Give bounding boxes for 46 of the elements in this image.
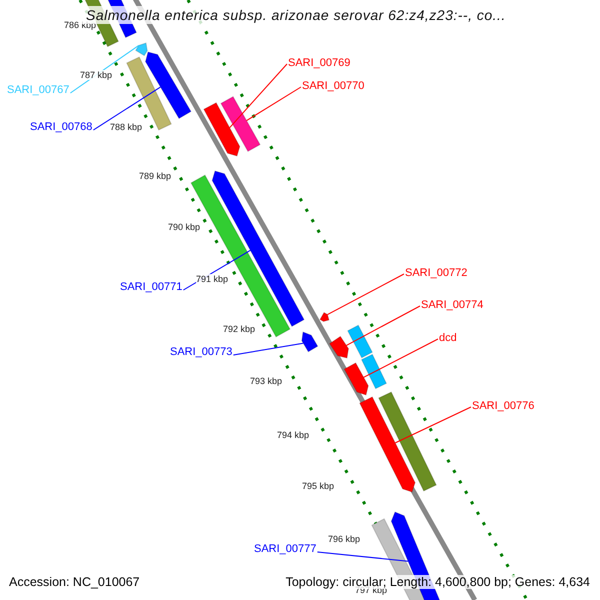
gene-feature bbox=[344, 362, 369, 396]
gene-feature bbox=[360, 354, 388, 390]
leader-line bbox=[394, 406, 472, 444]
scale-label: 792 kbp bbox=[223, 324, 256, 334]
gene-label: dcd bbox=[439, 332, 457, 345]
gene-feature bbox=[212, 170, 305, 328]
leader-line bbox=[92, 86, 161, 130]
gene-feature bbox=[135, 42, 148, 56]
gene-label: SARI_00777 bbox=[254, 543, 316, 556]
gene-feature bbox=[347, 324, 373, 358]
leader-line bbox=[346, 306, 420, 346]
gene-label: SARI_00776 bbox=[472, 400, 534, 413]
gene-label: SARI_00769 bbox=[288, 57, 350, 70]
gene-label: SARI_00767 bbox=[7, 84, 70, 97]
scale-label: 789 kbp bbox=[139, 171, 172, 181]
leader-line bbox=[232, 342, 304, 356]
scale-label: 790 kbp bbox=[168, 222, 200, 232]
scale-label: 794 kbp bbox=[277, 430, 310, 440]
info-text: Topology: circular; Length: 4,600,800 bp; Genes: 4,634 bbox=[286, 575, 590, 589]
gene-feature bbox=[220, 96, 261, 152]
gene-label: SARI_00770 bbox=[302, 80, 364, 93]
gene-feature bbox=[359, 396, 416, 493]
leader-line bbox=[229, 64, 288, 128]
leader-line bbox=[363, 338, 438, 378]
scale-label: 795 kbp bbox=[302, 481, 334, 491]
gene-feature bbox=[126, 56, 172, 131]
gene-feature bbox=[203, 102, 240, 157]
leader-line bbox=[246, 86, 302, 122]
scale-label: 791 kbp bbox=[196, 274, 228, 284]
gene-feature bbox=[319, 312, 330, 322]
gene-label: SARI_00774 bbox=[421, 299, 484, 312]
gene-feature bbox=[328, 336, 350, 359]
scale-label: 788 kbp bbox=[110, 122, 142, 132]
info-text: Accession: NC_010067 bbox=[9, 575, 140, 589]
gene-label: SARI_00772 bbox=[405, 267, 468, 280]
gene-feature bbox=[301, 331, 318, 352]
gene-feature bbox=[378, 391, 437, 492]
scale-label: 793 kbp bbox=[250, 376, 282, 386]
gene-label: SARI_00771 bbox=[120, 281, 182, 294]
gene-feature bbox=[144, 51, 192, 120]
gene-label: SARI_00773 bbox=[170, 346, 232, 359]
leader-line bbox=[326, 274, 404, 316]
leader-line bbox=[316, 552, 409, 562]
scale-label: 787 kbp bbox=[80, 70, 112, 80]
scale-label: 796 kbp bbox=[328, 534, 360, 544]
gene-label: SARI_00768 bbox=[30, 121, 92, 134]
